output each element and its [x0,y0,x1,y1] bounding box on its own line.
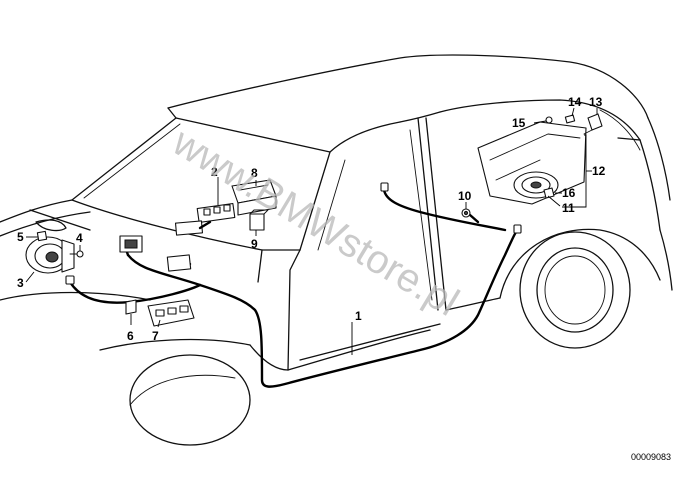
callout-2: 2 [211,165,218,179]
callout-13: 13 [589,95,603,109]
callout-12: 12 [592,164,606,178]
fuse-part-6 [125,299,137,315]
callout-10: 10 [458,189,472,203]
car-body [0,54,673,446]
callout-3: 3 [17,276,24,290]
clip-part-14 [564,114,576,124]
diagram-code: 00009083 [631,452,671,462]
clip-part-5 [36,230,48,242]
callout-16: 16 [562,186,576,200]
callout-labels: 1 2 3 4 5 6 7 8 9 10 11 12 13 14 15 16 [17,95,606,343]
radio-frame-part-8 [231,179,277,216]
connector-housing-part-7 [147,299,195,327]
callout-9: 9 [251,237,258,251]
callout-15: 15 [512,116,526,130]
speaker-front-part-3 [25,236,75,274]
connector-part-2 [174,203,236,236]
callout-5: 5 [17,230,24,244]
screw-part-15 [545,116,553,124]
callout-6: 6 [127,329,134,343]
callout-1: 1 [355,309,362,323]
callout-4: 4 [76,231,83,245]
callout-8: 8 [251,166,258,180]
callout-14: 14 [568,95,582,109]
bracket-part-13 [583,113,603,135]
nut-part-10 [461,208,471,218]
leader-lines [25,107,598,355]
connector-block [119,235,192,272]
rear-speaker-housing-part-12 [477,121,587,205]
callout-11: 11 [562,201,575,215]
callout-7: 7 [152,329,159,343]
relay-part-9 [249,209,269,231]
clip-part-16 [543,187,555,199]
